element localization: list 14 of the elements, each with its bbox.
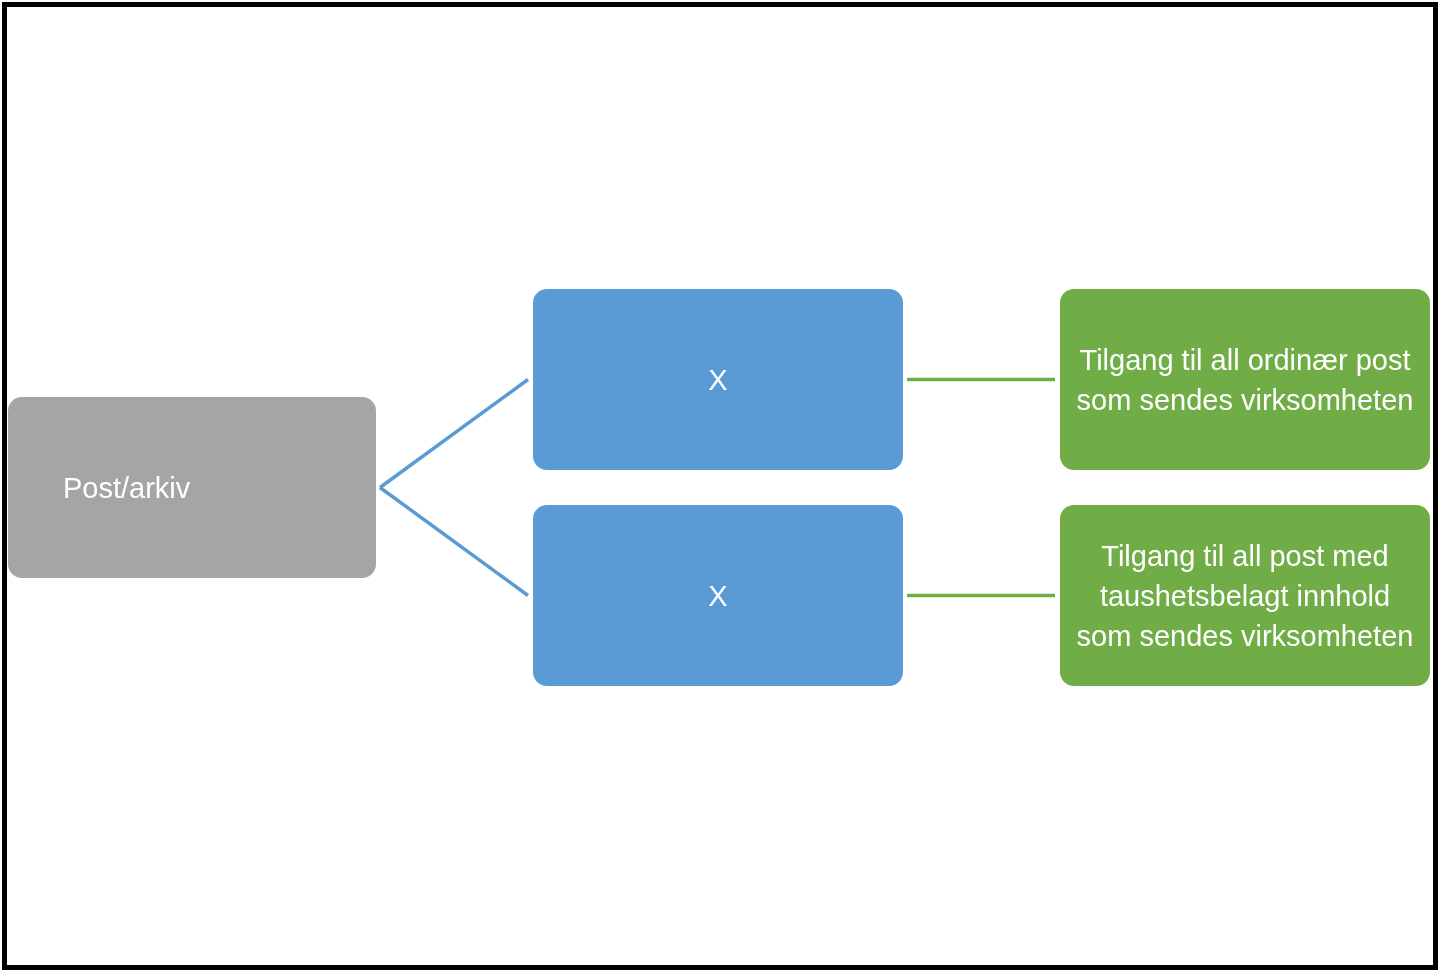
connector-line [378,486,530,597]
connector-line [378,378,530,489]
process-box [533,505,903,686]
description-box [1060,505,1430,686]
node-label: Tilgang til all ordinær post som sendes virksomheten [1075,342,1415,418]
node-label: X [708,362,728,398]
node-label: Post/arkiv [63,470,191,506]
description-box [1060,289,1430,470]
category-box [8,397,376,578]
process-box [533,289,903,470]
node-label: X [708,578,728,614]
node-label: Tilgang til all post med taushetsbelagt innhold som sendes virksomheten [1075,538,1415,654]
connector-line [907,593,1055,598]
connector-line [907,377,1055,382]
